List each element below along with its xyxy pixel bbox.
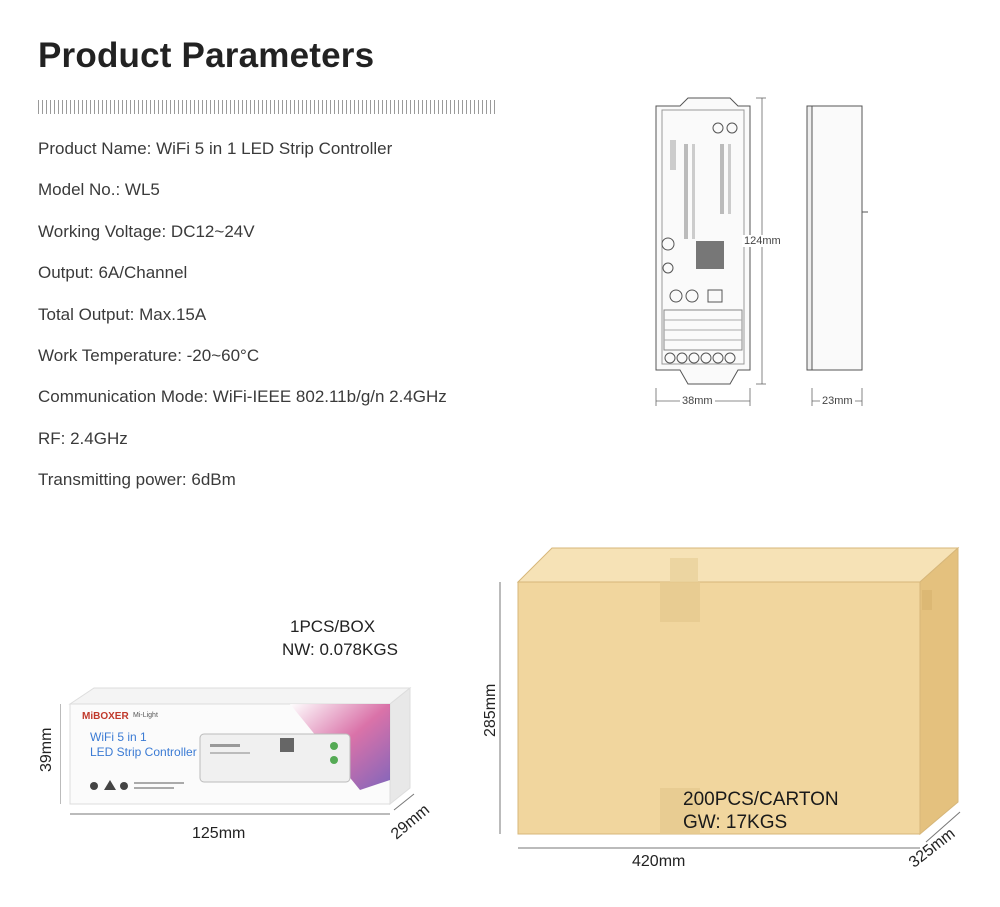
param-total-output: Total Output: Max.15A bbox=[38, 305, 207, 324]
box-height-label: 39mm bbox=[38, 727, 55, 772]
carton-illustration bbox=[499, 546, 961, 849]
param-output: Output: 6A/Channel bbox=[38, 263, 188, 282]
param-model-no: Model No.: WL5 bbox=[38, 180, 160, 199]
amazon-icon bbox=[104, 780, 116, 790]
param-product-name: Product Name: WiFi 5 in 1 LED Strip Cont… bbox=[38, 139, 393, 158]
controller-front-view bbox=[655, 97, 751, 385]
google-icon bbox=[120, 782, 128, 790]
box-net-weight-label: NW: 0.078KGS bbox=[282, 640, 398, 659]
carton-gross-weight-label: GW: 17KGS bbox=[683, 812, 788, 833]
box-product-line2: LED Strip Controller bbox=[90, 745, 197, 759]
box-brand-logo: MiBOXER bbox=[82, 711, 129, 722]
drawing-depth-label: 23mm bbox=[820, 395, 855, 407]
apple-icon bbox=[90, 782, 98, 790]
carton-length-label: 420mm bbox=[632, 853, 686, 870]
qr-code bbox=[696, 241, 724, 269]
box-product-line1: WiFi 5 in 1 bbox=[90, 730, 147, 744]
controller-technical-drawing bbox=[655, 97, 868, 406]
carton-quantity-label: 200PCS/CARTON bbox=[683, 789, 839, 810]
page-title: Product Parameters bbox=[38, 36, 375, 75]
param-rf: RF: 2.4GHz bbox=[38, 429, 128, 448]
param-communication-mode: Communication Mode: WiFi-IEEE 802.11b/g/… bbox=[38, 387, 447, 406]
param-working-voltage: Working Voltage: DC12~24V bbox=[38, 222, 255, 241]
param-work-temperature: Work Temperature: -20~60°C bbox=[38, 346, 260, 365]
box-sub-brand: Mi-Light bbox=[133, 712, 158, 719]
controller-side-view bbox=[806, 105, 868, 371]
title-divider bbox=[38, 100, 498, 114]
drawing-height-label: 124mm bbox=[742, 235, 783, 247]
param-transmitting-power: Transmitting power: 6dBm bbox=[38, 470, 236, 489]
carton-height-label: 285mm bbox=[482, 683, 499, 737]
drawing-width-label: 38mm bbox=[680, 395, 715, 407]
box-quantity-label: 1PCS/BOX bbox=[290, 617, 376, 636]
box-length-label: 125mm bbox=[192, 825, 246, 842]
retail-box-illustration bbox=[60, 686, 415, 815]
